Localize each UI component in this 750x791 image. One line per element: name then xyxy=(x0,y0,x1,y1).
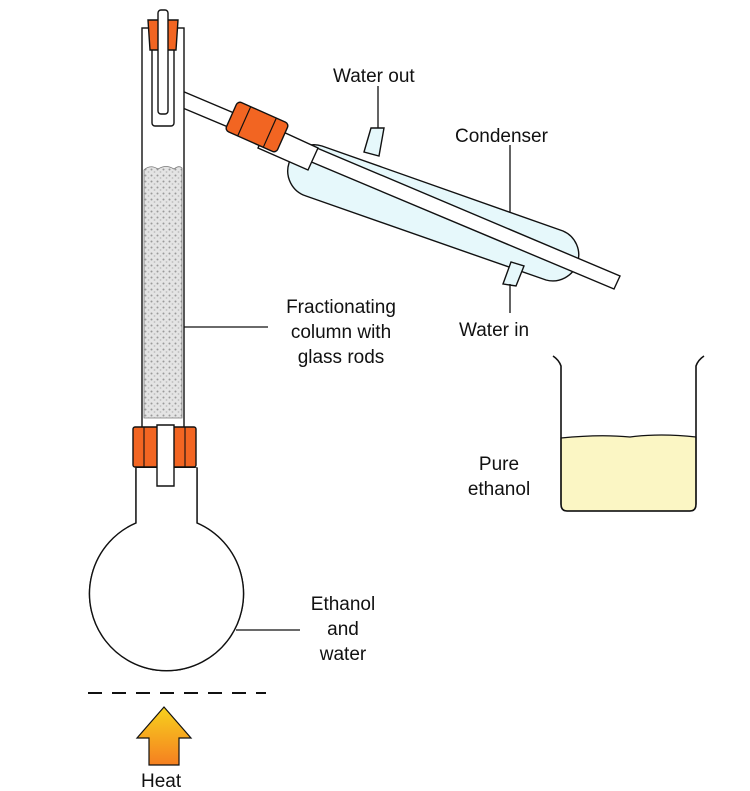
receiving-beaker xyxy=(552,355,705,512)
condenser-label: Condenser xyxy=(455,126,549,147)
flask-bung xyxy=(132,424,197,487)
heat-arrow-icon xyxy=(135,706,193,766)
pure-ethanol-liquid xyxy=(560,434,697,512)
water-out-label: Water out xyxy=(333,66,415,87)
glass-rods xyxy=(143,166,183,419)
column-label-line-2: column with xyxy=(291,322,391,343)
top-bung xyxy=(147,9,179,115)
beaker-wall xyxy=(552,355,705,512)
product-label-line-1: Pure xyxy=(479,454,519,475)
column-label-line-3: glass rods xyxy=(298,347,385,368)
column-label-line-1: Fractionating xyxy=(286,297,396,318)
water-out-nozzle xyxy=(363,127,385,157)
mixture-label-line-3: water xyxy=(319,644,367,665)
water-in-label: Water in xyxy=(459,320,529,341)
round-bottom-flask xyxy=(88,467,245,672)
heat-label: Heat xyxy=(141,771,182,791)
condenser-bung xyxy=(225,101,289,153)
mixture-label-line-1: Ethanol xyxy=(311,594,375,615)
mixture-label-line-2: and xyxy=(327,619,359,640)
water-in-nozzle xyxy=(502,261,525,287)
product-label-line-2: ethanol xyxy=(468,479,530,500)
